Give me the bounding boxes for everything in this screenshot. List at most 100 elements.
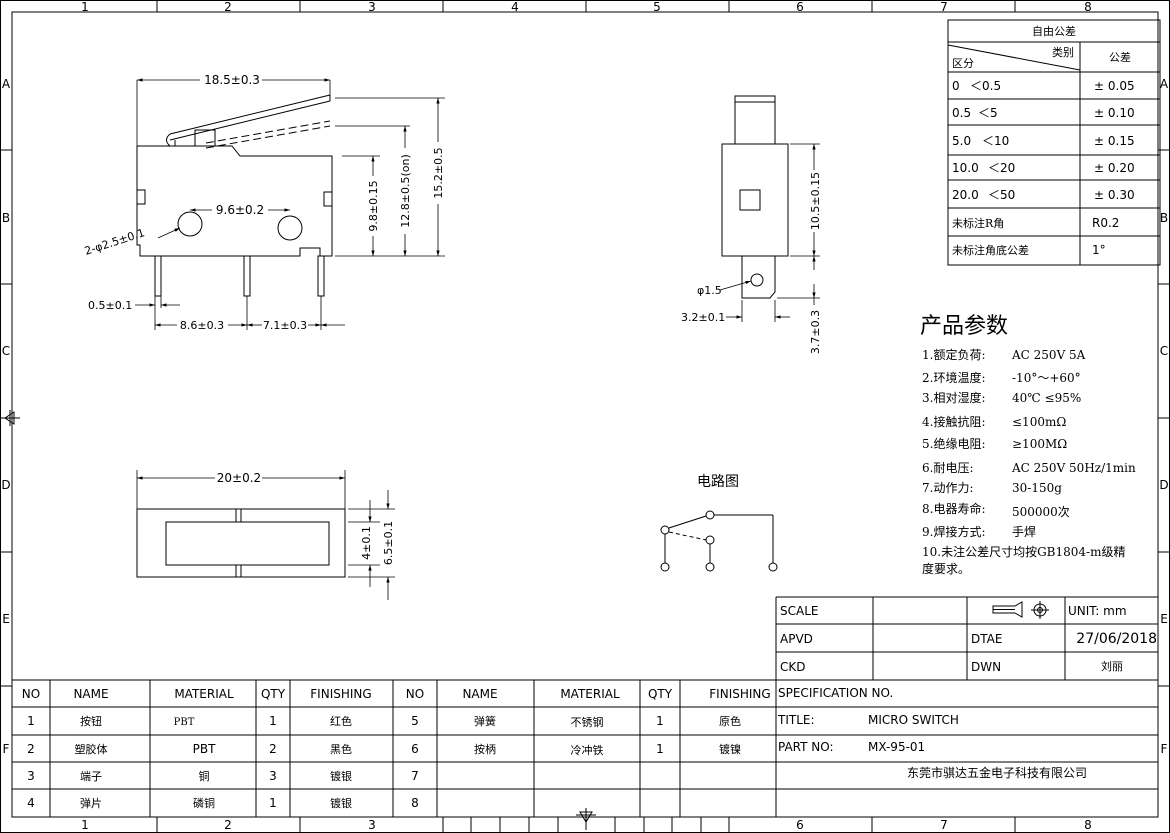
dim-terminal-hole: φ1.5 — [697, 284, 722, 297]
bom-no: 3 — [27, 769, 35, 783]
col-label: 8 — [1084, 818, 1092, 832]
table-row: 5 弹簧 不锈钢 1 原色 — [411, 714, 741, 729]
bom-no: 8 — [411, 796, 419, 810]
tolerance-value: ± 0.05 — [1094, 79, 1135, 93]
spec-value: AC 250V 50Hz/1min — [1011, 461, 1136, 475]
table-row: 7 — [411, 769, 419, 783]
col-label: 5 — [653, 0, 661, 14]
tolerance-from: 10.0 — [952, 161, 979, 175]
tolerance-angle-label: 未标注角底公差 — [952, 243, 1029, 257]
spec-value: 30-150g — [1012, 481, 1062, 495]
col-label: 3 — [368, 0, 376, 14]
bom-header-finishing: FINISHING — [709, 687, 770, 701]
col-label: 1 — [81, 0, 89, 14]
bom-qty: 1 — [656, 714, 664, 728]
spec-value: ≥100MΩ — [1012, 437, 1067, 451]
row-label: B — [2, 211, 10, 225]
tolerance-table: 自由公差 类别 区分 公差 0 ＜0.5 ± 0.05 0.5 ＜5 ± 0.1… — [947, 19, 1161, 266]
bom-table: NO NAME MATERIAL QTY FINISHING NO NAME M… — [12, 679, 1158, 817]
drawn-label: DWN — [971, 660, 1001, 674]
col-label: 3 — [368, 818, 376, 832]
dim-lever-length: 18.5±0.3 — [204, 73, 260, 87]
bom-finishing: 镀银 — [330, 769, 352, 783]
col-label: 2 — [224, 818, 232, 832]
row-label: B — [1160, 211, 1168, 225]
bom-header-qty: QTY — [648, 687, 673, 701]
dim-total-height: 15.2±0.5 — [432, 147, 445, 198]
table-row: 3 端子 铜 3 镀银 — [27, 769, 352, 783]
bom-no: 4 — [27, 796, 35, 810]
dim-top-outer: 6.5±0.1 — [382, 521, 395, 565]
spec-value: AC 250V 5A — [1011, 348, 1086, 362]
bom-header-no: NO — [406, 687, 424, 701]
col-label: 7 — [940, 0, 948, 14]
bom-qty: 2 — [269, 742, 277, 756]
bom-name: 塑胶体 — [75, 742, 108, 756]
tolerance-from: 5.0 — [952, 134, 971, 148]
spec-label: 6.耐电压: — [922, 461, 974, 475]
title-block: SCALE APVD CKD DTAE DWN UNIT: mm 27/06/2… — [775, 596, 1158, 817]
row-label: C — [1160, 344, 1168, 358]
col-label: 1 — [81, 818, 89, 832]
tolerance-col-tolerance: 公差 — [1109, 50, 1131, 64]
column-labels-bottom: 1 2 3 6 7 8 — [81, 818, 1092, 832]
tolerance-value: ± 0.10 — [1094, 106, 1135, 120]
dim-top-inner: 4±0.1 — [360, 526, 373, 560]
bom-material: 磷铜 — [193, 796, 215, 810]
bom-name: 按柄 — [474, 742, 496, 756]
row-labels-right: A B C D E F — [1159, 77, 1169, 756]
spec-value: -10°～+60° — [1012, 371, 1081, 385]
row-label: C — [2, 344, 10, 358]
bom-qty: 1 — [269, 714, 277, 728]
tolerance-value: ± 0.15 — [1094, 134, 1135, 148]
bom-finishing: 黑色 — [330, 742, 352, 756]
column-labels-top: 1 2 3 4 5 6 7 8 — [81, 0, 1092, 14]
top-view: 20±0.2 4±0.1 6.5±0.1 — [136, 470, 395, 600]
spec-label: 8.电器寿命: — [922, 501, 986, 516]
projection-symbol-icon — [992, 601, 1049, 619]
ckd-label: CKD — [780, 660, 806, 674]
table-row: 4 弹片 磷铜 1 镀银 — [27, 796, 352, 810]
switch-body — [136, 145, 333, 257]
spec-note: 度要求。 — [922, 561, 970, 576]
row-labels-left: A B C D E F — [1, 77, 11, 756]
col-label: 6 — [796, 0, 804, 14]
dim-pin-spacing-2: 7.1±0.3 — [263, 319, 307, 332]
bom-header-name: NAME — [462, 687, 497, 701]
tolerance-from: 0.5 — [952, 106, 971, 120]
bom-name: 按钮 — [80, 714, 102, 728]
scale-label: SCALE — [780, 604, 818, 618]
circuit-diagram: 电路图 — [660, 474, 778, 572]
spec-value: 500000次 — [1012, 505, 1070, 519]
bom-header-material: MATERIAL — [560, 687, 620, 701]
tolerance-value: ± 0.20 — [1094, 161, 1135, 175]
bom-rows-right: 5 弹簧 不锈钢 1 原色 6 按柄 冷冲铁 1 镀镍 7 8 — [411, 714, 741, 810]
bom-qty: 1 — [656, 742, 664, 756]
bom-finishing: 红色 — [330, 714, 352, 728]
drawn-value: 刘丽 — [1101, 660, 1123, 673]
bom-finishing: 镀银 — [330, 796, 352, 810]
tolerance-title: 自由公差 — [1032, 24, 1076, 38]
dim-pin-spacing-1: 8.6±0.3 — [180, 319, 224, 332]
bom-no: 1 — [27, 714, 35, 728]
company-name: 东莞市骐达五金电子科技有限公司 — [907, 765, 1087, 780]
bom-header-finishing: FINISHING — [310, 687, 371, 701]
col-label: 6 — [796, 818, 804, 832]
spec-label: 2.环境温度: — [922, 370, 986, 385]
bom-material: PBT — [193, 742, 216, 756]
tolerance-r-corner-value: R0.2 — [1092, 216, 1119, 230]
apvd-label: APVD — [780, 632, 813, 646]
row-label: D — [1159, 478, 1168, 492]
tolerance-r-corner-label: 未标注R角 — [952, 216, 1004, 230]
spec-label: 1.额定负荷: — [922, 347, 986, 362]
tolerance-to: ＜20 — [988, 161, 1015, 175]
dim-terminal-length: 3.7±0.3 — [809, 310, 822, 354]
row-label: A — [1160, 77, 1169, 91]
date-value: 27/06/2018 — [1076, 631, 1157, 647]
part-value: MX-95-01 — [868, 740, 925, 754]
row-label: E — [2, 612, 10, 626]
tolerance-to: ＜5 — [978, 106, 998, 120]
spec-label: 9.焊接方式: — [922, 524, 986, 539]
dim-operating-height: 12.8±0.5(on) — [399, 154, 412, 228]
row-label: F — [1161, 742, 1168, 756]
